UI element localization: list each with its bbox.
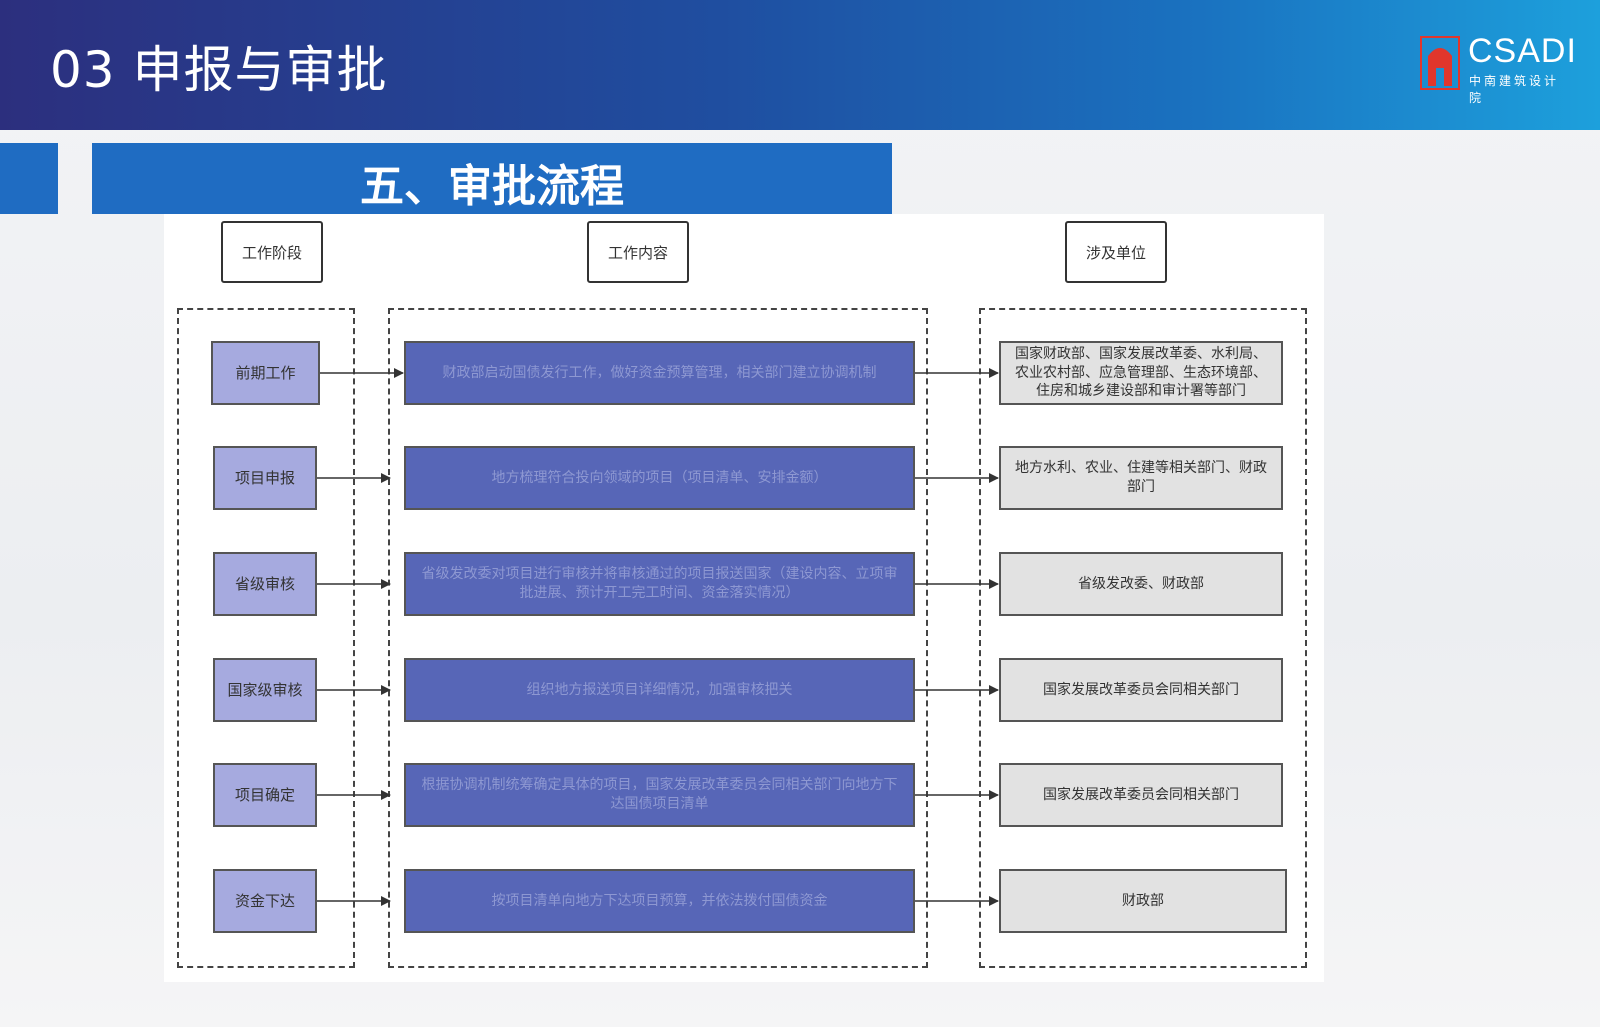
stage-box-4: 国家级审核 <box>213 658 317 722</box>
unit-box-1: 国家财政部、国家发展改革委、水利局、农业农村部、应急管理部、生态环境部、住房和城… <box>999 341 1283 405</box>
unit-box-5: 国家发展改革委员会同相关部门 <box>999 763 1283 827</box>
units-group <box>979 308 1307 968</box>
column-header-units: 涉及单位 <box>1065 221 1167 283</box>
csadi-logo: CSADI 中南建筑设计院 <box>1420 32 1576 105</box>
stage-box-6: 资金下达 <box>213 869 317 933</box>
stage-box-5: 项目确定 <box>213 763 317 827</box>
logo-text: CSADI <box>1468 32 1577 70</box>
section-accent <box>0 143 58 214</box>
stage-group <box>177 308 355 968</box>
csadi-logo-icon <box>1420 36 1460 90</box>
column-header-content: 工作内容 <box>587 221 689 283</box>
stage-box-1: 前期工作 <box>211 341 320 405</box>
unit-box-2: 地方水利、农业、住建等相关部门、财政部门 <box>999 446 1283 510</box>
page-title: 03 申报与审批 <box>50 41 388 99</box>
column-header-stage: 工作阶段 <box>221 221 323 283</box>
unit-box-4: 国家发展改革委员会同相关部门 <box>999 658 1283 722</box>
unit-box-3: 省级发改委、财政部 <box>999 552 1283 616</box>
section-title: 五、审批流程 <box>360 161 624 212</box>
stage-box-2: 项目申报 <box>213 446 317 510</box>
content-box-3: 省级发改委对项目进行审核并将审核通过的项目报送国家（建设内容、立项审批进展、预计… <box>404 552 915 616</box>
content-group <box>388 308 928 968</box>
content-box-1: 财政部启动国债发行工作，做好资金预算管理，相关部门建立协调机制 <box>404 341 915 405</box>
stage-box-3: 省级审核 <box>213 552 317 616</box>
content-box-2: 地方梳理符合投向领域的项目（项目清单、安排金额） <box>404 446 915 510</box>
logo-subtext: 中南建筑设计院 <box>1469 74 1560 105</box>
content-box-5: 根据协调机制统筹确定具体的项目，国家发展改革委员会同相关部门向地方下达国债项目清… <box>404 763 915 827</box>
unit-box-6: 财政部 <box>999 869 1287 933</box>
content-box-4: 组织地方报送项目详细情况，加强审核把关 <box>404 658 915 722</box>
content-box-6: 按项目清单向地方下达项目预算，并依法拨付国债资金 <box>404 869 915 933</box>
section-bar: 五、审批流程 <box>92 143 892 214</box>
header-banner: 03 申报与审批 CSADI 中南建筑设计院 <box>0 0 1600 130</box>
